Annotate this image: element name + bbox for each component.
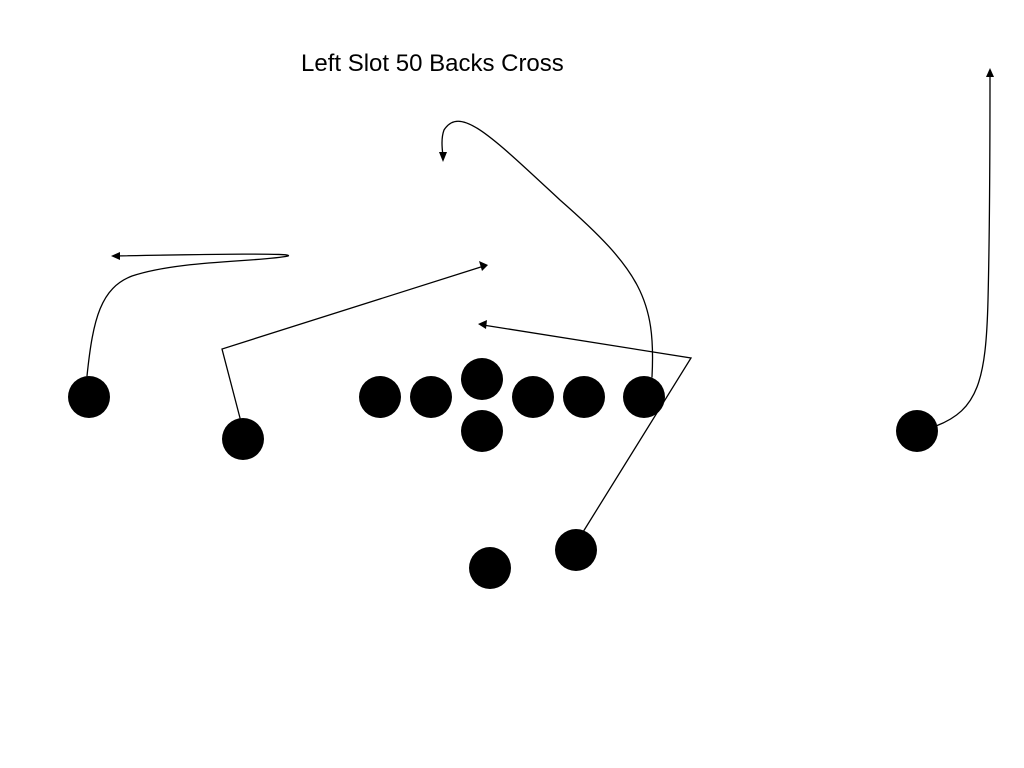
arrowhead-tight-end <box>439 152 447 162</box>
arrowhead-slot-receiver <box>479 261 488 271</box>
player-slot-receiver <box>222 418 264 460</box>
player-tight-end <box>623 376 665 418</box>
arrowhead-left-wide-receiver <box>111 252 120 260</box>
player-running-back-left <box>469 547 511 589</box>
player-left-tackle <box>359 376 401 418</box>
arrowhead-right-wide-receiver <box>986 68 994 77</box>
player-running-back-right <box>555 529 597 571</box>
play-title: Left Slot 50 Backs Cross <box>301 50 564 77</box>
player-center <box>461 358 503 400</box>
route-tight-end-wheel <box>441 120 654 378</box>
player-right-wide-receiver <box>896 410 938 452</box>
player-right-guard <box>512 376 554 418</box>
route-slot-receiver-post <box>221 265 485 419</box>
route-right-wide-receiver-go <box>935 73 991 427</box>
player-left-guard <box>410 376 452 418</box>
route-back-cross <box>482 324 693 533</box>
arrowhead-back-cross <box>478 320 487 329</box>
player-left-wide-receiver <box>68 376 110 418</box>
route-left-wide-receiver-out <box>86 253 289 377</box>
player-quarterback <box>461 410 503 452</box>
player-right-tackle <box>563 376 605 418</box>
